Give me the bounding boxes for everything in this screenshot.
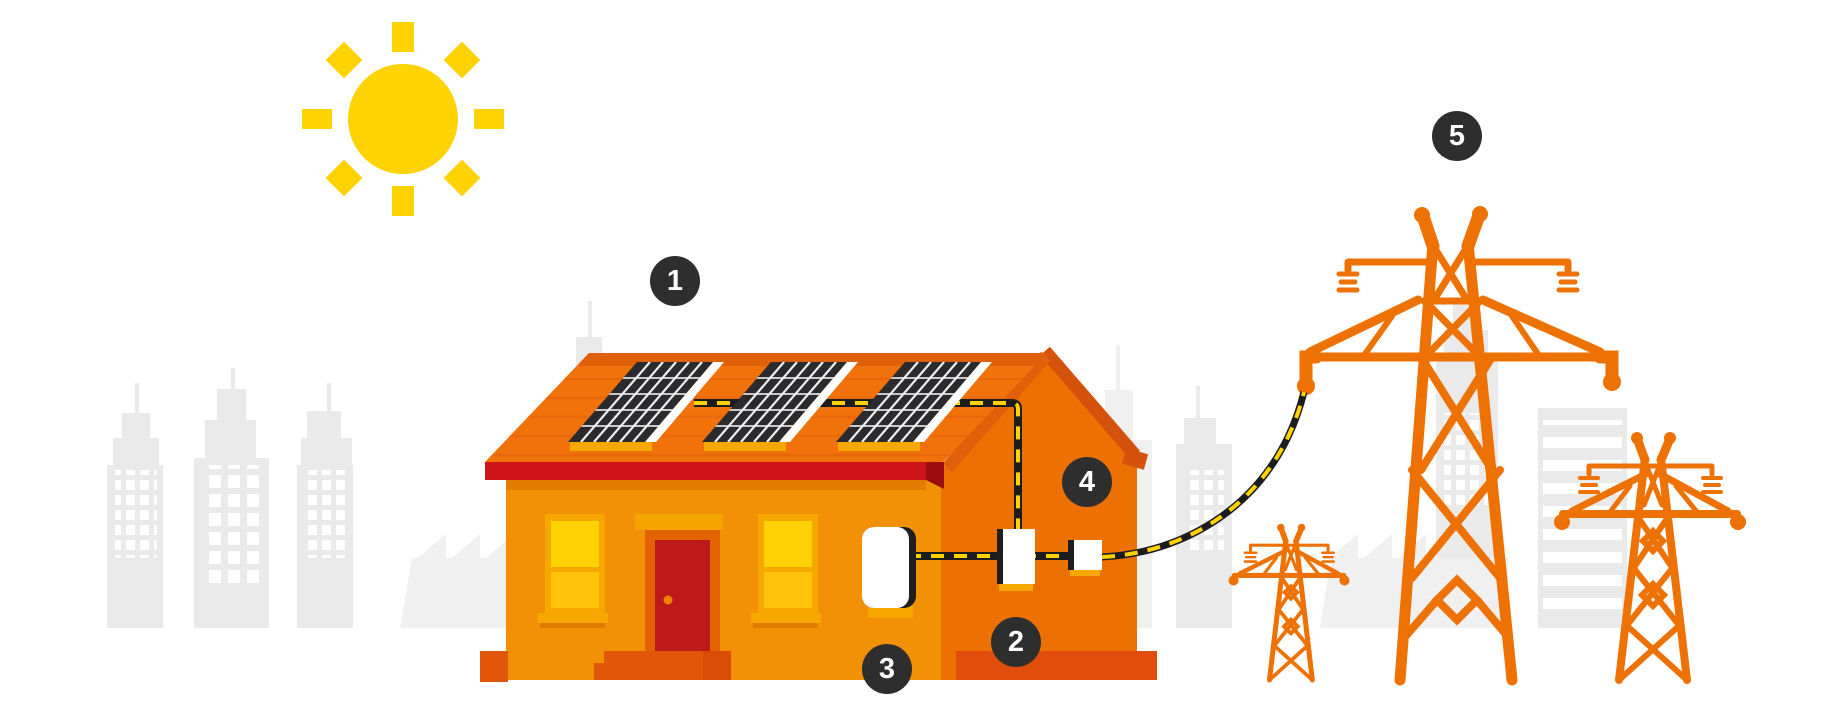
hotspot-3-battery[interactable]: 3 <box>862 644 912 694</box>
front-door <box>635 514 723 653</box>
rooftop-cable <box>694 399 1022 530</box>
sun-icon <box>302 22 504 216</box>
hotspot-4-meter[interactable]: 4 <box>1062 457 1112 507</box>
meter-box <box>1068 540 1102 576</box>
door-knob <box>663 595 673 605</box>
battery-unit <box>862 527 916 618</box>
inverter-box <box>997 529 1035 591</box>
hotspot-1-solar-panels[interactable]: 1 <box>650 256 700 306</box>
hotspot-2-inverter[interactable]: 2 <box>991 617 1041 667</box>
window <box>751 514 821 628</box>
house-side-wall <box>941 352 1137 680</box>
house-base-strip <box>956 651 1157 680</box>
hotspot-5-transmission-tower[interactable]: 5 <box>1432 111 1482 161</box>
skyscraper-silhouette <box>107 383 163 628</box>
skyscraper-silhouette <box>297 383 353 628</box>
roof-fascia <box>485 462 926 480</box>
city-skyline <box>107 300 1627 628</box>
door-steps <box>594 651 731 680</box>
grid-connection-cable <box>1101 391 1308 561</box>
transmission-tower-large <box>1297 206 1621 686</box>
skyscraper-silhouette <box>194 368 269 628</box>
solar-panels <box>563 362 992 451</box>
window <box>538 514 608 628</box>
plinth-block <box>480 651 508 682</box>
